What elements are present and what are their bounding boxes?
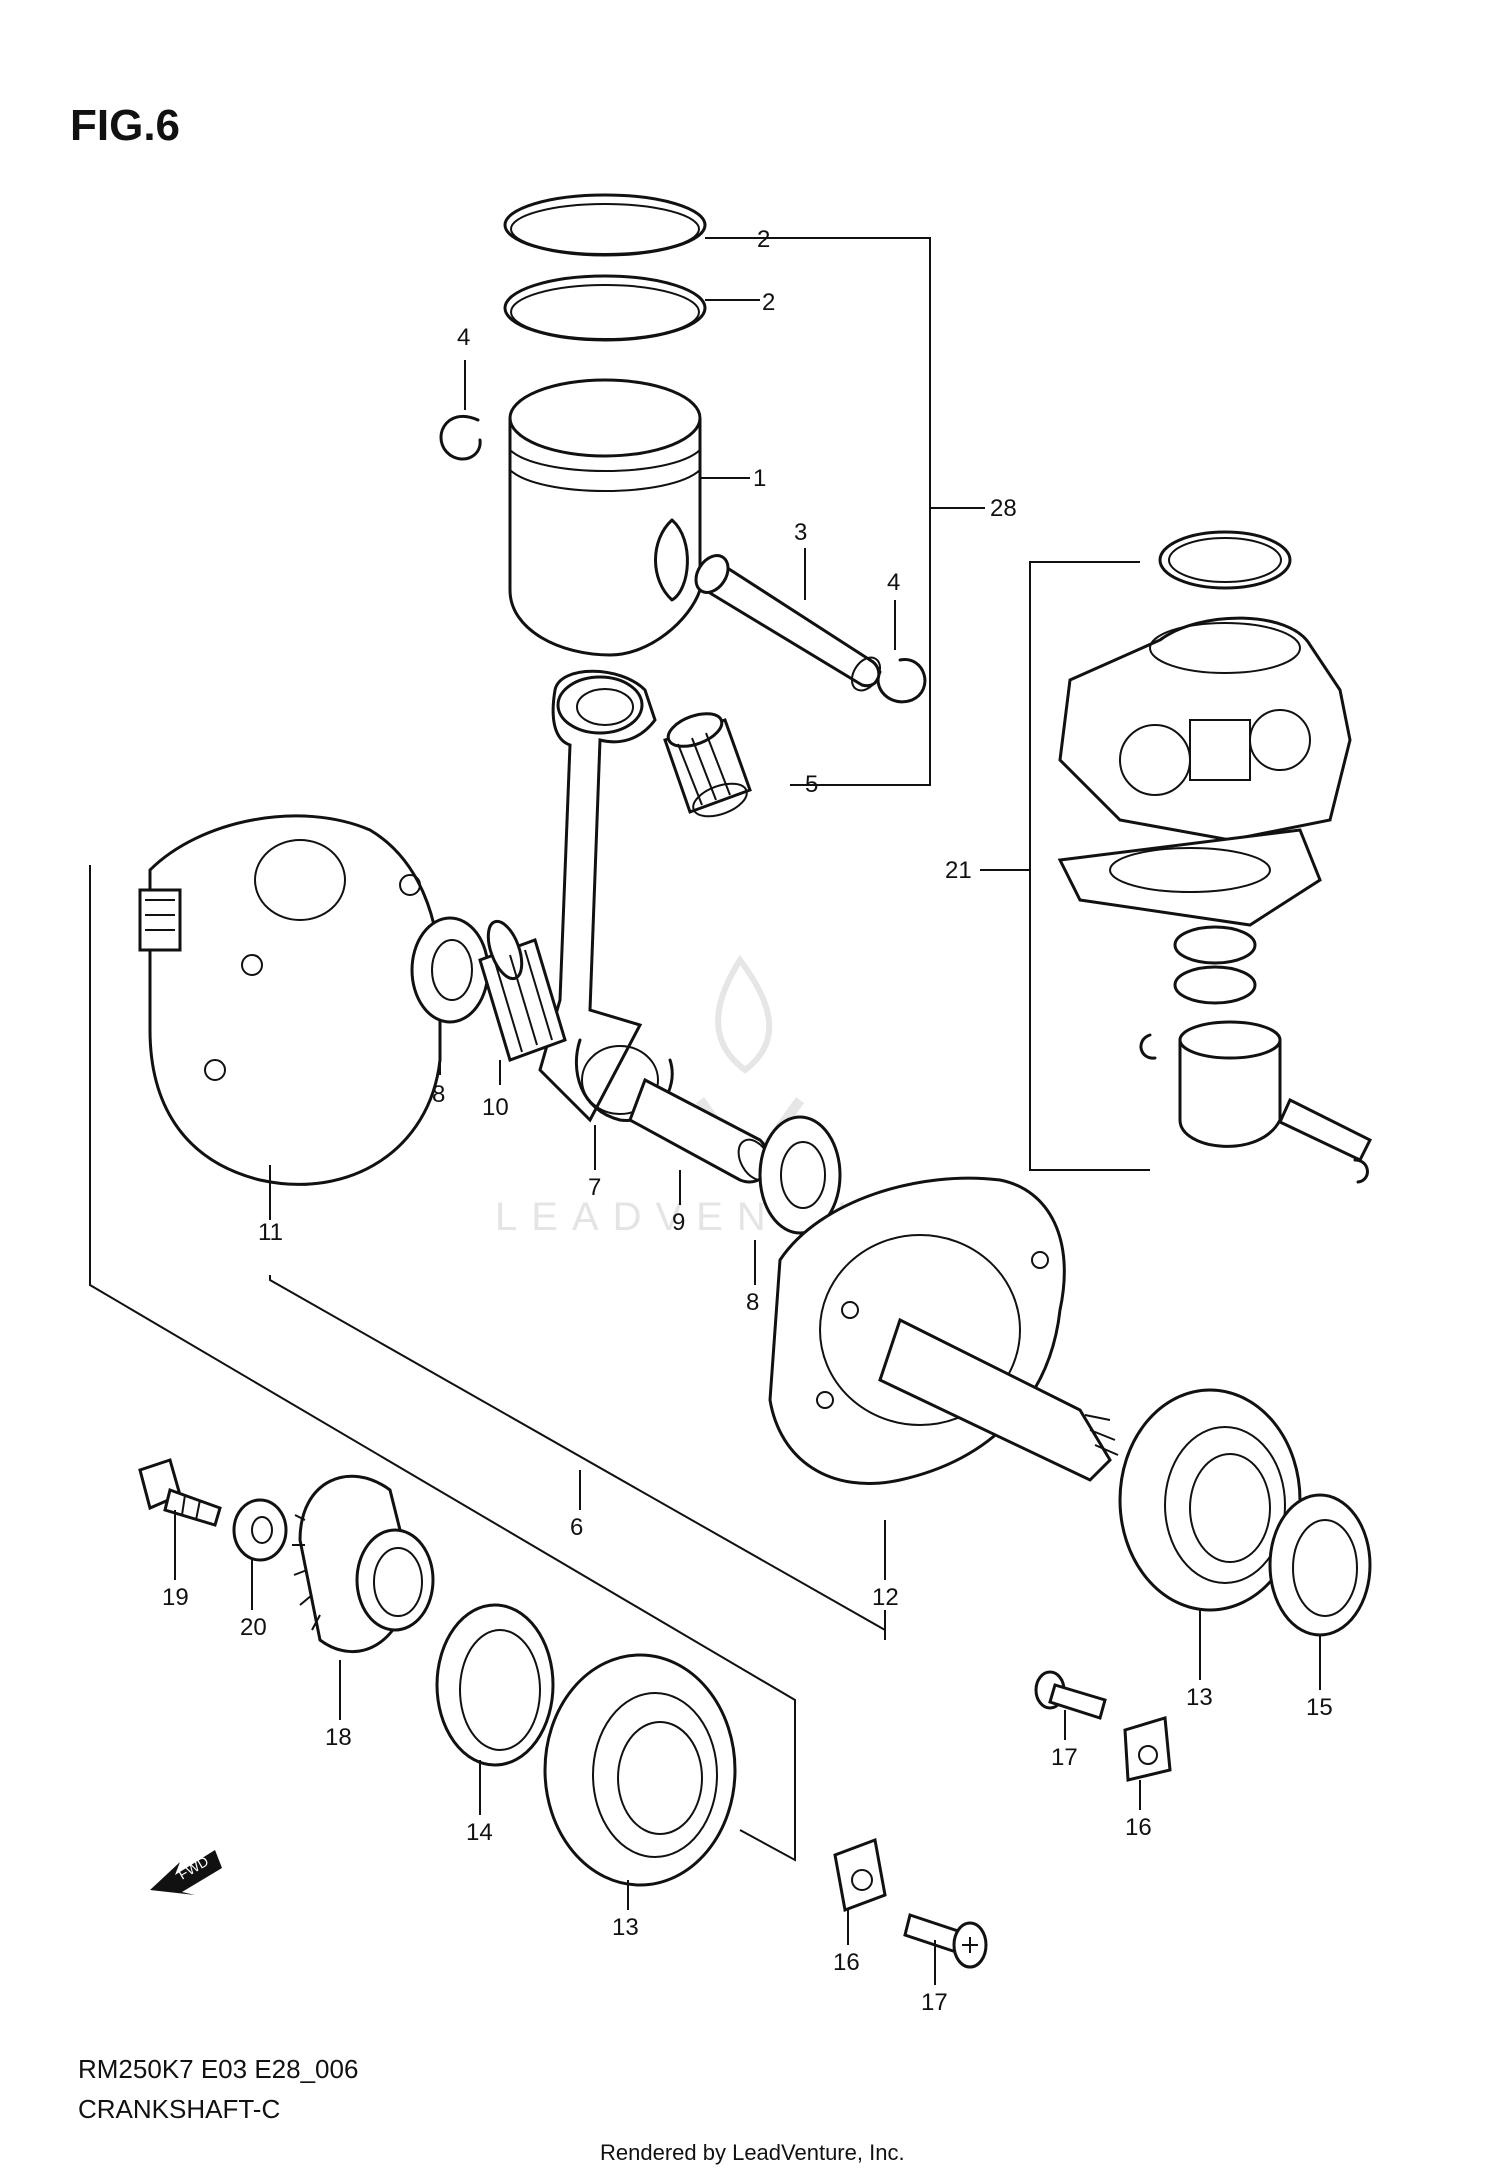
crank-web-right — [768, 1176, 1119, 1485]
callouts: 2 2 4 1 3 4 28 5 21 8 10 7 9 11 8 6 12 1… — [162, 226, 1333, 2016]
callout-14: 14 — [466, 1819, 493, 1846]
callout-15: 15 — [1306, 1694, 1333, 1721]
fwd-arrow-icon: FWD — [150, 1850, 222, 1895]
small-end-bearing — [663, 712, 752, 818]
callout-2b: 2 — [762, 289, 775, 316]
callout-10: 10 — [482, 1094, 509, 1121]
thrust-washer-right — [758, 1115, 842, 1235]
callout-20: 20 — [240, 1614, 267, 1641]
callout-13b: 13 — [612, 1914, 639, 1941]
callout-21: 21 — [945, 857, 972, 884]
crank-web-left — [138, 814, 442, 1186]
lock-plate-16b — [833, 1837, 887, 1913]
callout-5: 5 — [805, 771, 818, 798]
figure-title: FIG.6 — [70, 101, 180, 150]
callout-2a: 2 — [757, 226, 770, 253]
piston-circlips — [439, 414, 927, 704]
callout-17b: 17 — [921, 1989, 948, 2016]
callout-16b: 16 — [833, 1949, 860, 1976]
callout-12: 12 — [872, 1584, 899, 1611]
callout-13a: 13 — [1186, 1684, 1213, 1711]
callout-18: 18 — [325, 1724, 352, 1751]
callout-9: 9 — [672, 1209, 685, 1236]
callout-28: 28 — [990, 495, 1017, 522]
connecting-rod — [538, 669, 674, 1123]
crank-pin — [628, 1077, 773, 1184]
rendered-by: Rendered by LeadVenture, Inc. — [600, 2140, 905, 2165]
piston-rings — [503, 193, 707, 342]
figure-name: CRANKSHAFT-C — [78, 2094, 280, 2124]
leader-lines — [89, 237, 1321, 1985]
callout-4b: 4 — [887, 569, 900, 596]
big-end-bearing — [478, 919, 567, 1062]
cylinder-assembly — [1057, 530, 1373, 1184]
callout-7: 7 — [588, 1174, 601, 1201]
callout-8b: 8 — [746, 1289, 759, 1316]
piston — [508, 378, 702, 657]
oil-seal-right — [1268, 1493, 1372, 1637]
callout-1: 1 — [753, 465, 766, 492]
callout-16a: 16 — [1125, 1814, 1152, 1841]
thrust-washer-left — [410, 916, 490, 1024]
oil-seal-left — [435, 1603, 555, 1767]
screw-17a — [1034, 1670, 1107, 1720]
bearing-left — [543, 1653, 737, 1887]
callout-3: 3 — [794, 519, 807, 546]
gear-18 — [292, 1474, 435, 1653]
callout-17a: 17 — [1051, 1744, 1078, 1771]
piston-pin — [694, 554, 882, 692]
callout-19: 19 — [162, 1584, 189, 1611]
callout-6: 6 — [570, 1514, 583, 1541]
callout-11: 11 — [258, 1219, 283, 1246]
figure-code: RM250K7 E03 E28_006 — [78, 2054, 358, 2084]
lock-plate-16a — [1123, 1716, 1172, 1782]
callout-8a: 8 — [432, 1081, 445, 1108]
bolt-19 — [138, 1458, 222, 1527]
callout-4a: 4 — [457, 324, 470, 351]
washer-20 — [232, 1498, 288, 1562]
screw-17b — [903, 1913, 988, 1969]
